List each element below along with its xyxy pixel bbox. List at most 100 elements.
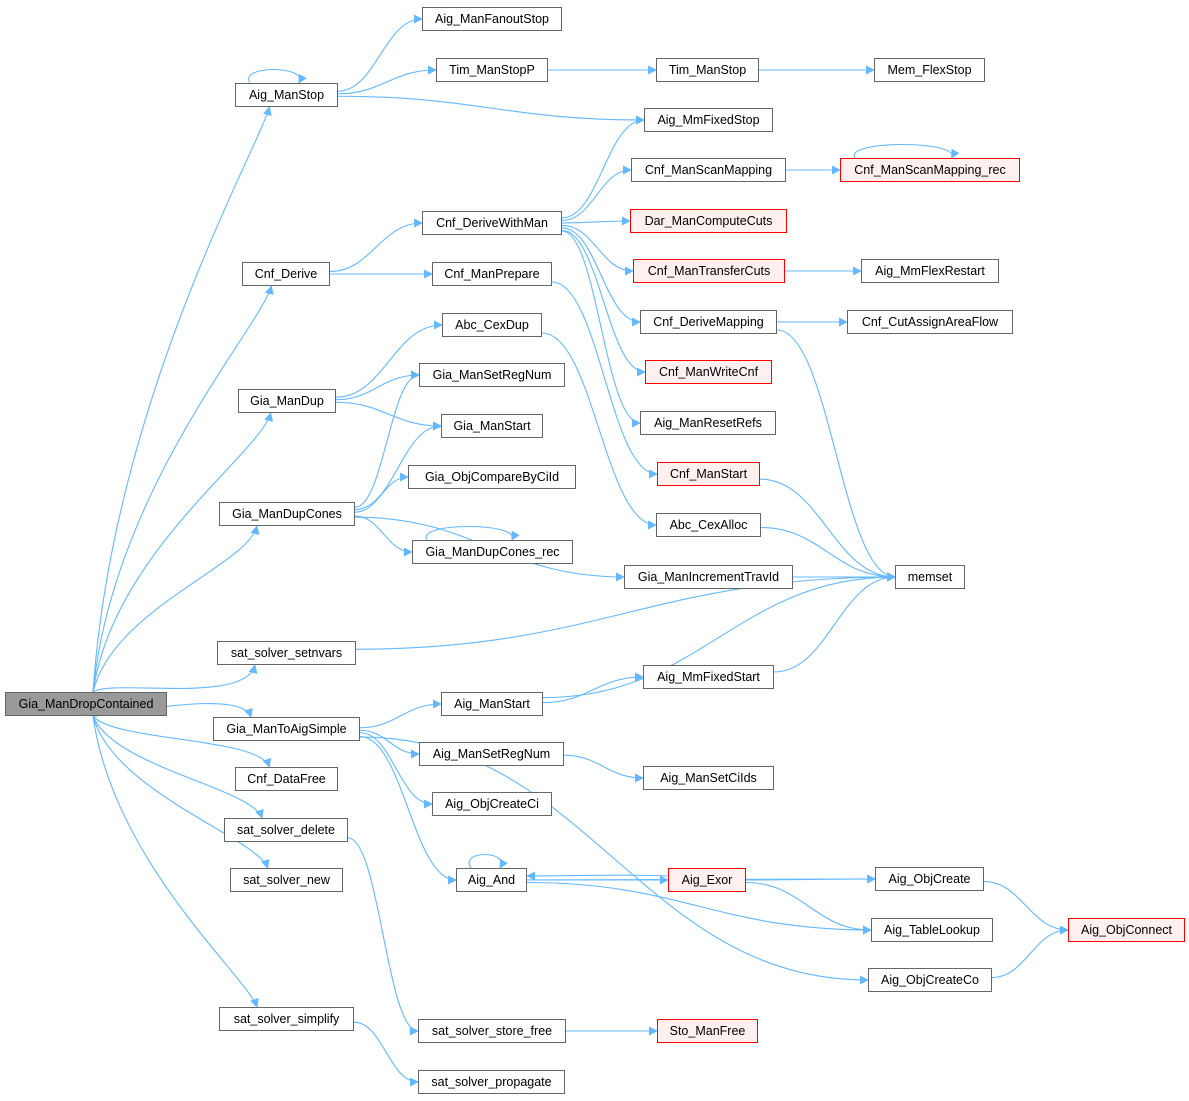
edge-gia-mandupcones-to-gia-manstart <box>354 421 442 511</box>
node-gia-mandupcones-rec[interactable]: Gia_ManDupCones_rec <box>412 540 573 564</box>
node-aig-manstop[interactable]: Aig_ManStop <box>235 83 338 107</box>
node-aig-and[interactable]: Aig_And <box>456 868 527 892</box>
edge-gia-mandropcontained-to-sat-solver-delete <box>92 715 264 819</box>
edge-aig-exor-to-aig-tablelookup <box>745 881 872 935</box>
node-sto-manfree[interactable]: Sto_ManFree <box>657 1019 758 1043</box>
node-tim-manstop[interactable]: Tim_ManStop <box>656 58 759 82</box>
edge-cnf-derivewithman-to-cnf-manscanmapping <box>561 165 632 221</box>
node-gia-manincrementtravid[interactable]: Gia_ManIncrementTravId <box>624 565 793 589</box>
edge-cnf-derivemapping-to-memset <box>776 329 896 582</box>
node-cnf-manstart[interactable]: Cnf_ManStart <box>657 462 760 486</box>
edge-gia-mandropcontained-to-gia-mandupcones <box>92 525 260 693</box>
node-aig-manfanoutstop[interactable]: Aig_ManFanoutStop <box>422 7 562 31</box>
node-gia-mandupcones[interactable]: Gia_ManDupCones <box>219 502 355 526</box>
node-gia-mansetregnum[interactable]: Gia_ManSetRegNum <box>419 363 565 387</box>
node-gia-mandropcontained: Gia_ManDropContained <box>5 692 167 716</box>
node-sat-solver-setnvars[interactable]: sat_solver_setnvars <box>217 641 356 665</box>
edge-cnf-derivewithman-to-cnf-mantransfercuts <box>561 224 634 276</box>
node-gia-manstart[interactable]: Gia_ManStart <box>441 414 543 438</box>
node-aig-mmfixedstop[interactable]: Aig_MmFixedStop <box>644 108 773 132</box>
node-aig-manstart[interactable]: Aig_ManStart <box>441 692 543 716</box>
edge-cnf-derivewithman-to-cnf-manwritecnf <box>561 229 646 377</box>
edge-cnf-manscanmapping-rec-to-cnf-manscanmapping-rec <box>853 144 960 159</box>
edge-sat-solver-setnvars-to-memset <box>355 572 896 650</box>
edge-cnf-derivewithman-to-dar-mancomputecuts <box>561 216 631 226</box>
edge-gia-mandropcontained-to-sat-solver-simplify <box>92 715 259 1008</box>
edge-cnf-derivewithman-to-aig-manresetrefs <box>561 230 641 428</box>
edge-aig-objcreate-to-aig-objconnect <box>983 881 1069 935</box>
edge-gia-mandupcones-to-gia-objcomparebyciid <box>354 472 409 513</box>
edge-aig-manstop-to-aig-manstop <box>248 69 307 84</box>
node-cnf-manscanmapping-rec[interactable]: Cnf_ManScanMapping_rec <box>840 158 1020 182</box>
node-sat-solver-new[interactable]: sat_solver_new <box>230 868 343 892</box>
edge-sat-solver-simplify-to-sat-solver-propagate <box>353 1021 419 1087</box>
node-sat-solver-propagate[interactable]: sat_solver_propagate <box>418 1070 565 1094</box>
edge-abc-cexdup-to-abc-cexalloc <box>541 332 657 530</box>
node-cnf-derivemapping[interactable]: Cnf_DeriveMapping <box>640 310 777 334</box>
node-sat-solver-store-free[interactable]: sat_solver_store_free <box>418 1019 566 1043</box>
node-tim-manstopp[interactable]: Tim_ManStopP <box>436 58 548 82</box>
node-aig-manresetrefs[interactable]: Aig_ManResetRefs <box>640 411 776 435</box>
node-sat-solver-delete[interactable]: sat_solver_delete <box>224 818 348 842</box>
node-aig-mansetciids[interactable]: Aig_ManSetCiIds <box>643 766 774 790</box>
node-abc-cexalloc[interactable]: Abc_CexAlloc <box>656 513 761 537</box>
node-gia-mandup[interactable]: Gia_ManDup <box>238 389 336 413</box>
edge-gia-mandup-to-abc-cexdup <box>335 320 443 398</box>
edge-aig-manstart-to-memset <box>542 572 896 699</box>
edge-abc-cexalloc-to-memset <box>760 527 896 582</box>
node-cnf-datafree[interactable]: Cnf_DataFree <box>235 767 338 791</box>
node-mem-flexstop[interactable]: Mem_FlexStop <box>874 58 985 82</box>
edge-aig-manstop-to-aig-manfanoutstop <box>337 14 423 92</box>
edge-aig-mansetregnum-to-aig-mansetciids <box>563 754 644 783</box>
edge-gia-mandup-to-gia-mansetregnum <box>335 370 420 401</box>
edge-gia-mandropcontained-to-gia-mandup <box>92 412 274 693</box>
edge-gia-mandropcontained-to-cnf-derive <box>92 285 274 693</box>
node-cnf-manscanmapping[interactable]: Cnf_ManScanMapping <box>631 158 786 182</box>
node-abc-cexdup[interactable]: Abc_CexDup <box>442 313 542 337</box>
node-cnf-manwritecnf[interactable]: Cnf_ManWriteCnf <box>645 360 772 384</box>
node-aig-objcreateco[interactable]: Aig_ObjCreateCo <box>868 968 992 992</box>
edge-cnf-derivewithman-to-aig-mmfixedstop <box>561 115 645 219</box>
node-cnf-mantransfercuts[interactable]: Cnf_ManTransferCuts <box>633 259 785 283</box>
edge-cnf-manprepare-to-cnf-manstart <box>551 281 658 479</box>
node-cnf-derivewithman[interactable]: Cnf_DeriveWithMan <box>422 211 562 235</box>
node-cnf-cutassignareaflow[interactable]: Cnf_CutAssignAreaFlow <box>847 310 1013 334</box>
node-gia-objcomparebyciid[interactable]: Gia_ObjCompareByCiId <box>408 465 576 489</box>
edge-gia-mantoaigsimple-to-aig-objcreateco <box>359 736 869 985</box>
node-cnf-derive[interactable]: Cnf_Derive <box>242 262 330 286</box>
edge-aig-manstart-to-aig-mmfixedstart <box>542 672 644 704</box>
node-aig-tablelookup[interactable]: Aig_TableLookup <box>871 918 993 942</box>
node-aig-exor[interactable]: Aig_Exor <box>668 868 746 892</box>
edge-gia-mandropcontained-to-sat-solver-new <box>92 715 270 869</box>
node-dar-mancomputecuts[interactable]: Dar_ManComputeCuts <box>630 209 787 233</box>
edge-gia-mandupcones-to-gia-mansetregnum <box>354 370 420 508</box>
edge-gia-mandropcontained-to-cnf-datafree <box>92 715 272 768</box>
edge-aig-exor-to-aig-and <box>526 871 669 881</box>
edge-gia-mandropcontained-to-aig-manstop <box>92 106 272 693</box>
edge-gia-mantoaigsimple-to-aig-objcreateci <box>359 732 433 809</box>
edge-gia-mantoaigsimple-to-aig-manstart <box>359 699 442 729</box>
edge-gia-mandup-to-gia-manstart <box>335 401 442 431</box>
node-aig-mansetregnum[interactable]: Aig_ManSetRegNum <box>419 742 564 766</box>
node-aig-objcreate[interactable]: Aig_ObjCreate <box>875 867 984 891</box>
edge-aig-objcreateco-to-aig-objconnect <box>991 925 1069 979</box>
edge-aig-and-to-aig-and <box>468 853 508 869</box>
node-sat-solver-simplify[interactable]: sat_solver_simplify <box>219 1007 354 1031</box>
edge-cnf-derive-to-cnf-derivewithman <box>329 218 423 272</box>
edge-aig-and-to-aig-tablelookup <box>526 881 872 935</box>
edge-aig-mmfixedstart-to-memset <box>773 572 896 673</box>
edge-gia-mandupcones-rec-to-gia-mandupcones-rec <box>425 526 520 541</box>
edge-aig-exor-to-aig-objcreate <box>745 874 876 884</box>
node-memset[interactable]: memset <box>895 565 965 589</box>
node-cnf-manprepare[interactable]: Cnf_ManPrepare <box>432 262 552 286</box>
edge-aig-manstop-to-aig-mmfixedstop <box>337 95 645 125</box>
edge-cnf-manstart-to-memset <box>759 478 896 582</box>
edge-gia-mantoaigsimple-to-aig-and <box>359 736 457 885</box>
node-aig-objconnect[interactable]: Aig_ObjConnect <box>1068 918 1185 942</box>
node-aig-mmfixedstart[interactable]: Aig_MmFixedStart <box>643 665 774 689</box>
edge-aig-manstop-to-tim-manstopp <box>337 65 437 95</box>
node-aig-objcreateci[interactable]: Aig_ObjCreateCi <box>432 792 552 816</box>
node-aig-mmflexrestart[interactable]: Aig_MmFlexRestart <box>861 259 999 283</box>
node-gia-mantoaigsimple[interactable]: Gia_ManToAigSimple <box>213 717 360 741</box>
